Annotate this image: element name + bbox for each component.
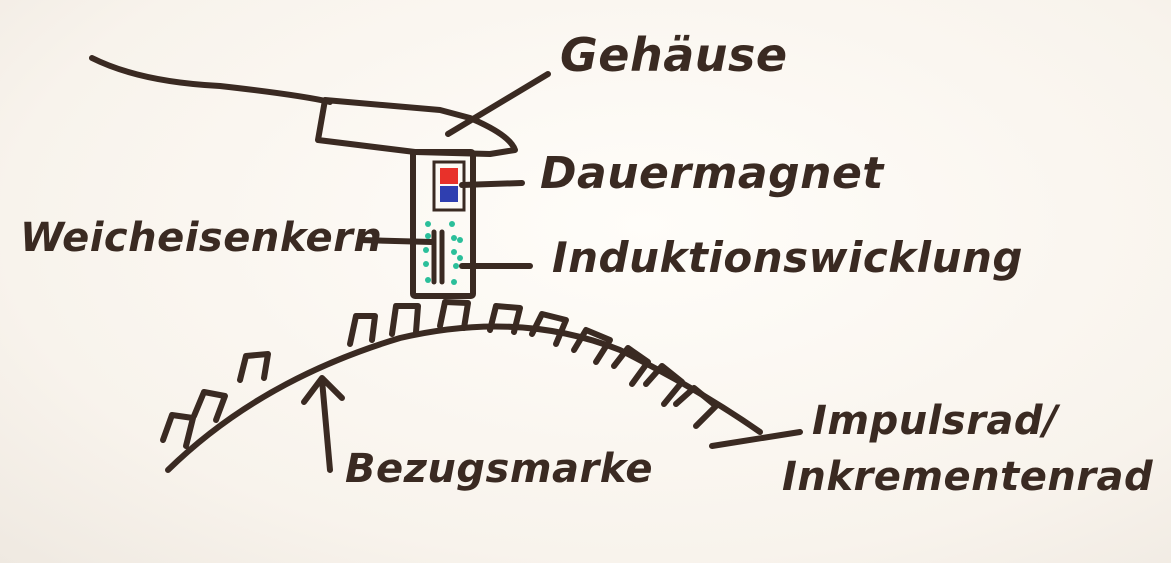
label-bezugsmarke: Bezugsmarke — [345, 446, 654, 492]
label-impulsrad: Impulsrad/ — [812, 398, 1059, 444]
leader-weicheisenkern — [357, 237, 435, 245]
leader-impulsrad — [709, 429, 803, 449]
tone-wheel-teeth — [160, 299, 719, 449]
label-weicheisenkern: Weicheisenkern — [20, 215, 383, 261]
label-dauermagnet: Dauermagnet — [540, 148, 884, 199]
reference-arrow-head — [301, 375, 345, 405]
magnet-box — [432, 160, 466, 212]
sensor-stem — [410, 149, 476, 299]
leader-dauermagnet — [459, 180, 525, 188]
label-induktionswicklung: Induktionswicklung — [552, 233, 1023, 282]
magnet-south-pole — [440, 186, 458, 202]
induction-winding — [423, 221, 463, 285]
cable-line — [89, 55, 333, 105]
magnet-north-pole — [440, 168, 458, 184]
label-inkrementenrad: Inkrementenrad — [782, 454, 1154, 500]
reference-arrow-shaft — [319, 377, 333, 473]
leader-gehaeuse — [445, 71, 551, 137]
label-gehaeuse: Gehäuse — [560, 28, 788, 82]
